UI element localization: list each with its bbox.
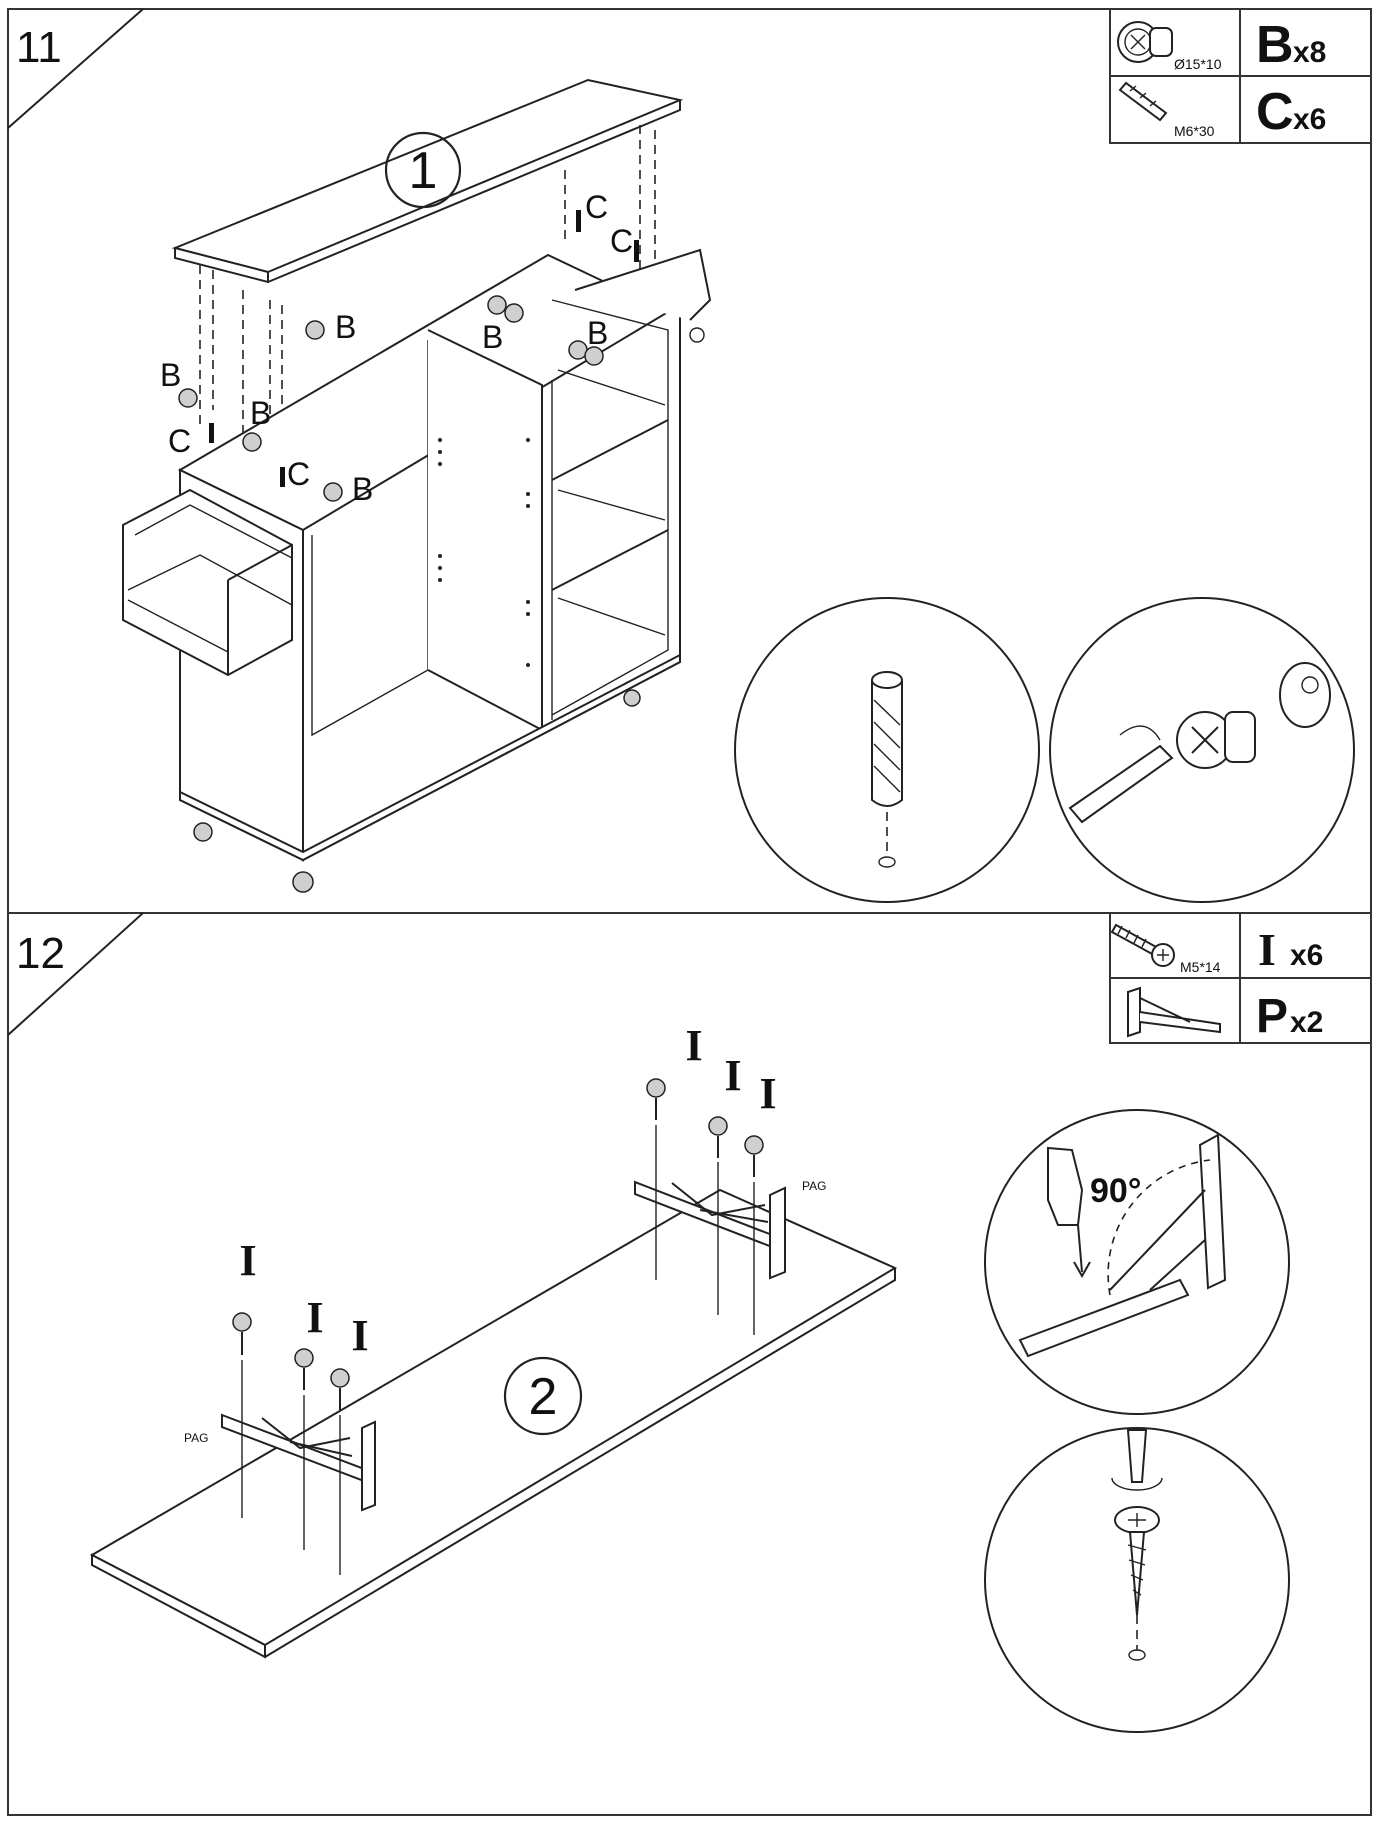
sub-step-number: 1 bbox=[409, 142, 438, 200]
sub-step-circle bbox=[503, 1356, 583, 1436]
fasteners-step-11 bbox=[178, 210, 639, 502]
parts-table: M5*14 I x6 P x2 bbox=[1109, 912, 1372, 1044]
detail-screw bbox=[984, 1427, 1290, 1733]
caster-wheel bbox=[292, 871, 314, 893]
hand-icon bbox=[1047, 1146, 1084, 1226]
callout-label: C bbox=[610, 223, 633, 259]
callout-label: I bbox=[306, 1293, 323, 1342]
bracket-label: PAG bbox=[802, 1179, 826, 1193]
step-11: 11 Ø15*10 B x8 M6*30 C x6 bbox=[7, 8, 1372, 903]
callout-label: C bbox=[168, 423, 191, 459]
arrow-down-icon bbox=[1073, 1224, 1091, 1279]
caster-wheel bbox=[193, 822, 213, 842]
callout-label: I bbox=[724, 1051, 741, 1100]
callout-label: C bbox=[585, 189, 608, 225]
callout-label: I bbox=[759, 1069, 776, 1118]
sub-step-circle bbox=[384, 131, 462, 209]
part-letter: P bbox=[1256, 990, 1288, 1043]
screw-icon bbox=[1110, 923, 1175, 967]
callout-label: I bbox=[351, 1311, 368, 1360]
bracket-icon bbox=[1127, 986, 1221, 1038]
step-number-corner bbox=[7, 912, 144, 1036]
part-letter: B bbox=[1256, 16, 1294, 74]
part-letter: C bbox=[1256, 83, 1294, 141]
bracket-label: PAG bbox=[184, 1431, 208, 1445]
callout-label: B bbox=[335, 309, 356, 345]
callout-label: I bbox=[239, 1236, 256, 1285]
part-quantity: x6 bbox=[1290, 939, 1323, 972]
part-size: Ø15*10 bbox=[1174, 56, 1222, 72]
callout-label: B bbox=[250, 395, 271, 431]
step-number: 12 bbox=[16, 929, 65, 978]
callout-label: I bbox=[685, 1021, 702, 1070]
callout-label: C bbox=[287, 456, 310, 492]
callout-label: B bbox=[352, 471, 373, 507]
detail-dowel bbox=[734, 597, 1040, 903]
part-size: M6*30 bbox=[1174, 123, 1215, 139]
bracket-right bbox=[634, 1180, 786, 1280]
detail-cam-lock bbox=[1049, 597, 1355, 903]
screws-step-12 bbox=[232, 1078, 764, 1575]
part-quantity: x6 bbox=[1293, 103, 1326, 136]
table-board: 2 bbox=[89, 1188, 898, 1659]
cam-lock-icon bbox=[1117, 21, 1173, 63]
step-12: 12 M5*14 I x6 P x2 bbox=[7, 912, 1372, 1733]
sub-step-number: 2 bbox=[529, 1368, 558, 1426]
part-letter: I bbox=[1258, 924, 1276, 975]
step-number: 11 bbox=[16, 23, 62, 72]
callout-label: B bbox=[587, 315, 608, 351]
caster-wheel bbox=[623, 689, 641, 707]
part-quantity: x8 bbox=[1293, 36, 1326, 69]
dowel-icon bbox=[1118, 81, 1168, 122]
part-size: M5*14 bbox=[1180, 959, 1221, 975]
screwdriver-icon bbox=[1068, 744, 1174, 824]
callout-label: B bbox=[482, 319, 503, 355]
side-basket bbox=[122, 488, 293, 677]
alignment-lines bbox=[199, 125, 656, 500]
detail-bracket-angle: 90° bbox=[984, 1109, 1290, 1415]
callout-label: B bbox=[160, 357, 181, 393]
top-panel: 1 bbox=[171, 78, 684, 284]
parts-table: Ø15*10 B x8 M6*30 C x6 bbox=[1109, 8, 1372, 144]
part-quantity: x2 bbox=[1290, 1006, 1323, 1039]
bracket-left bbox=[221, 1413, 376, 1512]
screwdriver-icon bbox=[1126, 1429, 1148, 1483]
step-number-corner bbox=[7, 8, 144, 129]
angle-label: 90° bbox=[1090, 1172, 1141, 1210]
